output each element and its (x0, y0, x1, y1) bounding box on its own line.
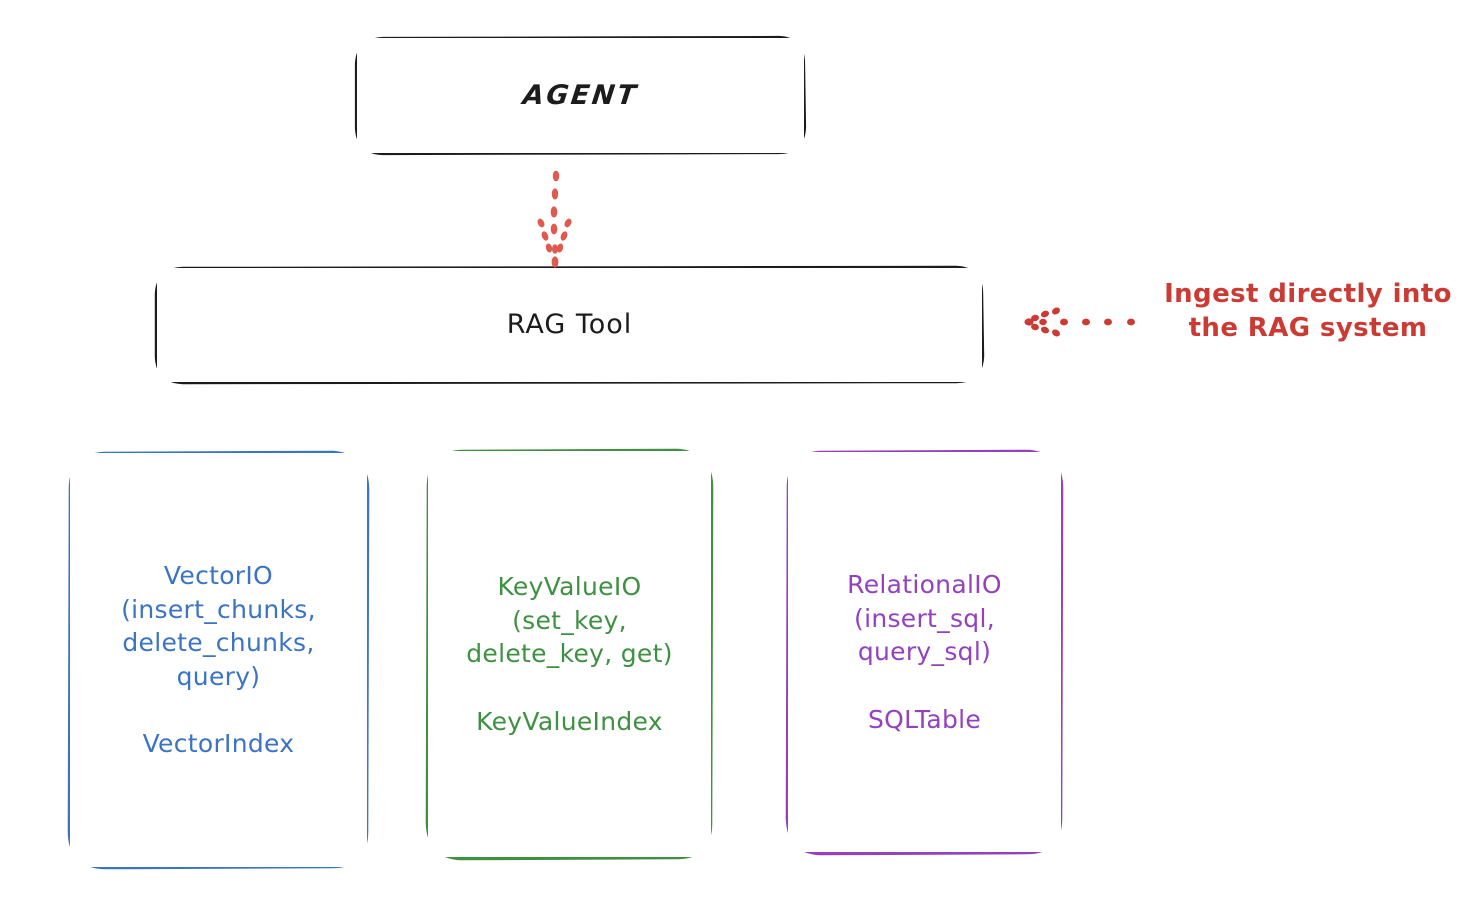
annotation-ingest-directly: Ingest directly into the RAG system (1164, 279, 1452, 343)
key-value-io-index-label: KeyValueIndex (476, 706, 663, 736)
key-value-io-api-label: KeyValueIO (set_key, delete_key, get) (466, 572, 673, 668)
node-agent-label: AGENT (521, 79, 640, 111)
relational-io-text-group: RelationalIO (insert_sql, query_sql) SQL… (788, 568, 1061, 736)
node-agent[interactable]: AGENT (357, 38, 804, 153)
node-relational-io[interactable]: RelationalIO (insert_sql, query_sql) SQL… (788, 452, 1061, 852)
vector-io-index-label: VectorIndex (142, 729, 295, 759)
node-rag-tool-label: RAG Tool (506, 309, 633, 341)
node-vector-io[interactable]: VectorIO (insert_chunks, delete_chunks, … (70, 453, 367, 867)
vector-io-text-group: VectorIO (insert_chunks, delete_chunks, … (70, 559, 367, 761)
node-key-value-io[interactable]: KeyValueIO (set_key, delete_key, get) Ke… (428, 451, 711, 857)
relational-io-api-label: RelationalIO (insert_sql, query_sql) (847, 570, 1002, 666)
node-rag-tool[interactable]: RAG Tool (157, 268, 982, 382)
relational-io-index-label: SQLTable (867, 704, 982, 734)
vector-io-api-label: VectorIO (insert_chunks, delete_chunks, … (121, 561, 316, 691)
agent-to-rag-dotted-arrow (537, 170, 572, 268)
key-value-io-text-group: KeyValueIO (set_key, delete_key, get) Ke… (428, 570, 711, 738)
ingest-to-rag-dotted-arrow (1024, 307, 1135, 337)
